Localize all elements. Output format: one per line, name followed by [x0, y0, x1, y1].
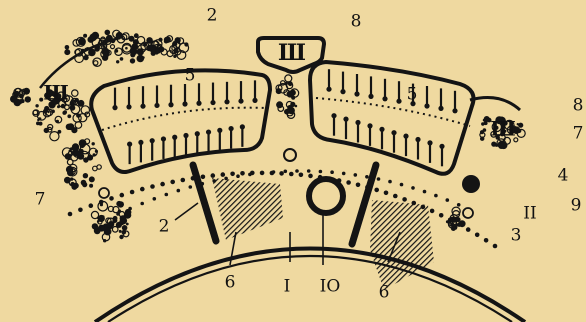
right-block [310, 62, 474, 174]
hatched-region-left [212, 178, 283, 240]
label-5-right-block: 5 [407, 85, 418, 105]
label-I-bottom: I [284, 277, 291, 297]
label-2-top: 2 [207, 6, 218, 26]
label-7-left: 7 [35, 190, 46, 210]
label-II-right: II [523, 204, 536, 224]
small-open-circle [284, 149, 296, 161]
central-ring [309, 179, 343, 213]
shield-mark-top-icon: Ш [278, 40, 306, 66]
label-8-top: 8 [351, 12, 362, 32]
black-dot [462, 175, 480, 193]
base-ring [95, 249, 525, 322]
shield-mark-left-icon: Ш [43, 81, 68, 105]
small-circle-left [99, 188, 109, 198]
label-IO-bottom: IO [320, 277, 341, 297]
outer-dotted-ring [68, 171, 498, 249]
left-block [91, 70, 270, 172]
label-9-right: 9 [571, 196, 582, 216]
label-4-right: 4 [558, 166, 569, 186]
small-circle-right [463, 208, 473, 218]
label-3-right: 3 [511, 226, 522, 246]
label-7-right: 7 [573, 124, 584, 144]
label-6-bottom-left: 6 [225, 273, 236, 293]
label-2-bottom-left: 2 [159, 217, 170, 237]
shield-mark-right-icon: Ш [490, 117, 515, 141]
label-6-bottom-right: 6 [379, 283, 390, 303]
label-8-right: 8 [573, 96, 584, 116]
label-5-left-block: 5 [185, 66, 196, 86]
